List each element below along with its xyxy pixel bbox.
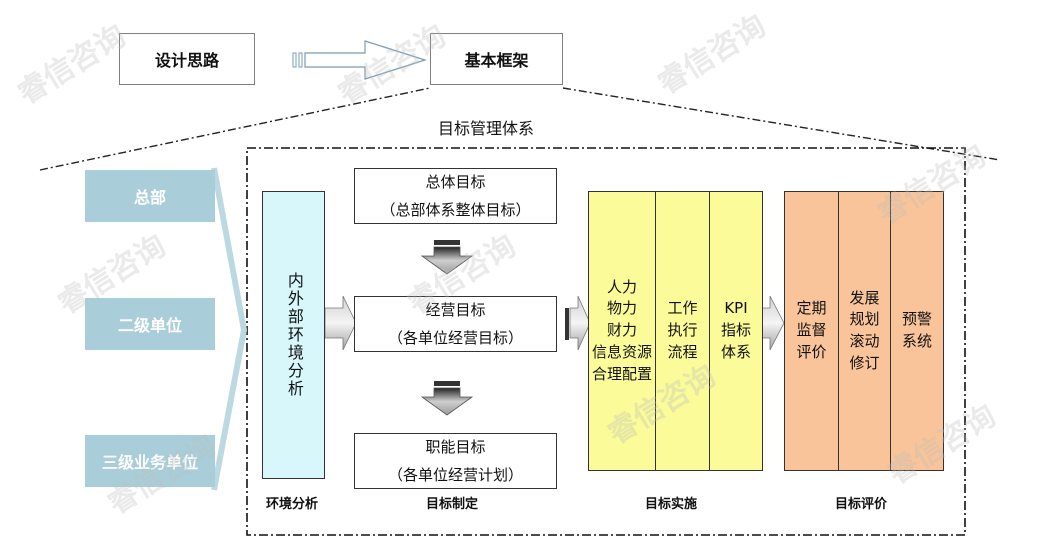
- right-arrow-icon: [565, 295, 591, 351]
- goal-box-overall: 总体目标 （总部体系整体目标）: [354, 168, 557, 224]
- implement-column-resources: 人力物力财力信息资源合理配置: [588, 191, 656, 471]
- text-line: 滚动: [849, 332, 880, 350]
- implement-column-kpi: KPI 指标体系: [709, 191, 763, 471]
- side-label-level2: 二级单位: [85, 298, 215, 350]
- footer-label-implement: 目标实施: [645, 497, 698, 512]
- text-line: KPI: [724, 299, 748, 318]
- system-title: 目标管理体系: [438, 119, 535, 138]
- text-line: 指标: [720, 321, 751, 340]
- footer-label-env: 环境分析: [266, 497, 319, 512]
- text-line: 合理配置: [591, 364, 652, 383]
- evaluate-column-warning: 预警系统: [890, 191, 944, 471]
- text-line: 流程: [667, 342, 698, 361]
- evaluate-column-planning: 发展规划滚动修订: [838, 191, 891, 471]
- text-line: 系统: [901, 332, 932, 350]
- env-analysis-text: 内外部环境分析: [284, 272, 304, 398]
- text-line: 体系: [720, 342, 751, 361]
- implement-text: KPI 指标体系: [721, 298, 751, 363]
- watermark: 睿信咨询: [11, 18, 133, 112]
- evaluate-text: 定期监督评价: [796, 298, 826, 363]
- implement-text: 工作执行流程: [667, 298, 697, 363]
- text-line: 信息资源: [591, 342, 652, 361]
- watermark: 睿信咨询: [651, 8, 773, 102]
- text-line: 规划: [849, 310, 880, 329]
- next-arrow-icon: [292, 40, 427, 80]
- evaluate-column-review: 定期监督评价: [784, 191, 839, 471]
- down-arrow-icon: [420, 381, 474, 416]
- side-label-level3: 三级业务单位: [85, 435, 215, 487]
- text-line: 工作: [667, 299, 698, 318]
- text-line: 评价: [796, 342, 827, 361]
- text-line: 物力: [606, 299, 637, 318]
- text-line: 执行: [667, 321, 698, 340]
- evaluate-text: 发展规划滚动修订: [849, 288, 879, 375]
- side-label-hq: 总部: [85, 170, 215, 222]
- framework-label: 基本框架: [464, 51, 529, 70]
- footer-label-goal-setting: 目标制定: [426, 497, 479, 512]
- text-line: 财力: [606, 321, 637, 340]
- framework-box: 基本框架: [430, 33, 563, 85]
- side-chevron-icon: [211, 167, 248, 491]
- down-arrow-icon: [420, 240, 474, 275]
- design-idea-box: 设计思路: [119, 33, 255, 85]
- evaluate-text: 预警系统: [902, 309, 932, 353]
- goal-box-operation: 经营目标 （各单位经营目标）: [354, 296, 557, 352]
- env-analysis-box: 内外部环境分析: [262, 191, 325, 479]
- footer-label-evaluate: 目标评价: [835, 497, 888, 512]
- text-line: 发展: [849, 288, 880, 307]
- text-line: 监督: [796, 321, 827, 340]
- implement-text: 人力物力财力信息资源合理配置: [592, 277, 652, 386]
- text-line: 修订: [849, 353, 880, 372]
- design-idea-label: 设计思路: [154, 51, 219, 70]
- text-line: 人力: [606, 277, 637, 296]
- right-arrow-icon: [324, 295, 357, 351]
- goal-box-function: 职能目标 （各单位经营计划）: [354, 433, 557, 489]
- implement-column-process: 工作执行流程: [655, 191, 710, 471]
- text-line: 预警: [901, 310, 932, 329]
- text-line: 定期: [796, 299, 827, 318]
